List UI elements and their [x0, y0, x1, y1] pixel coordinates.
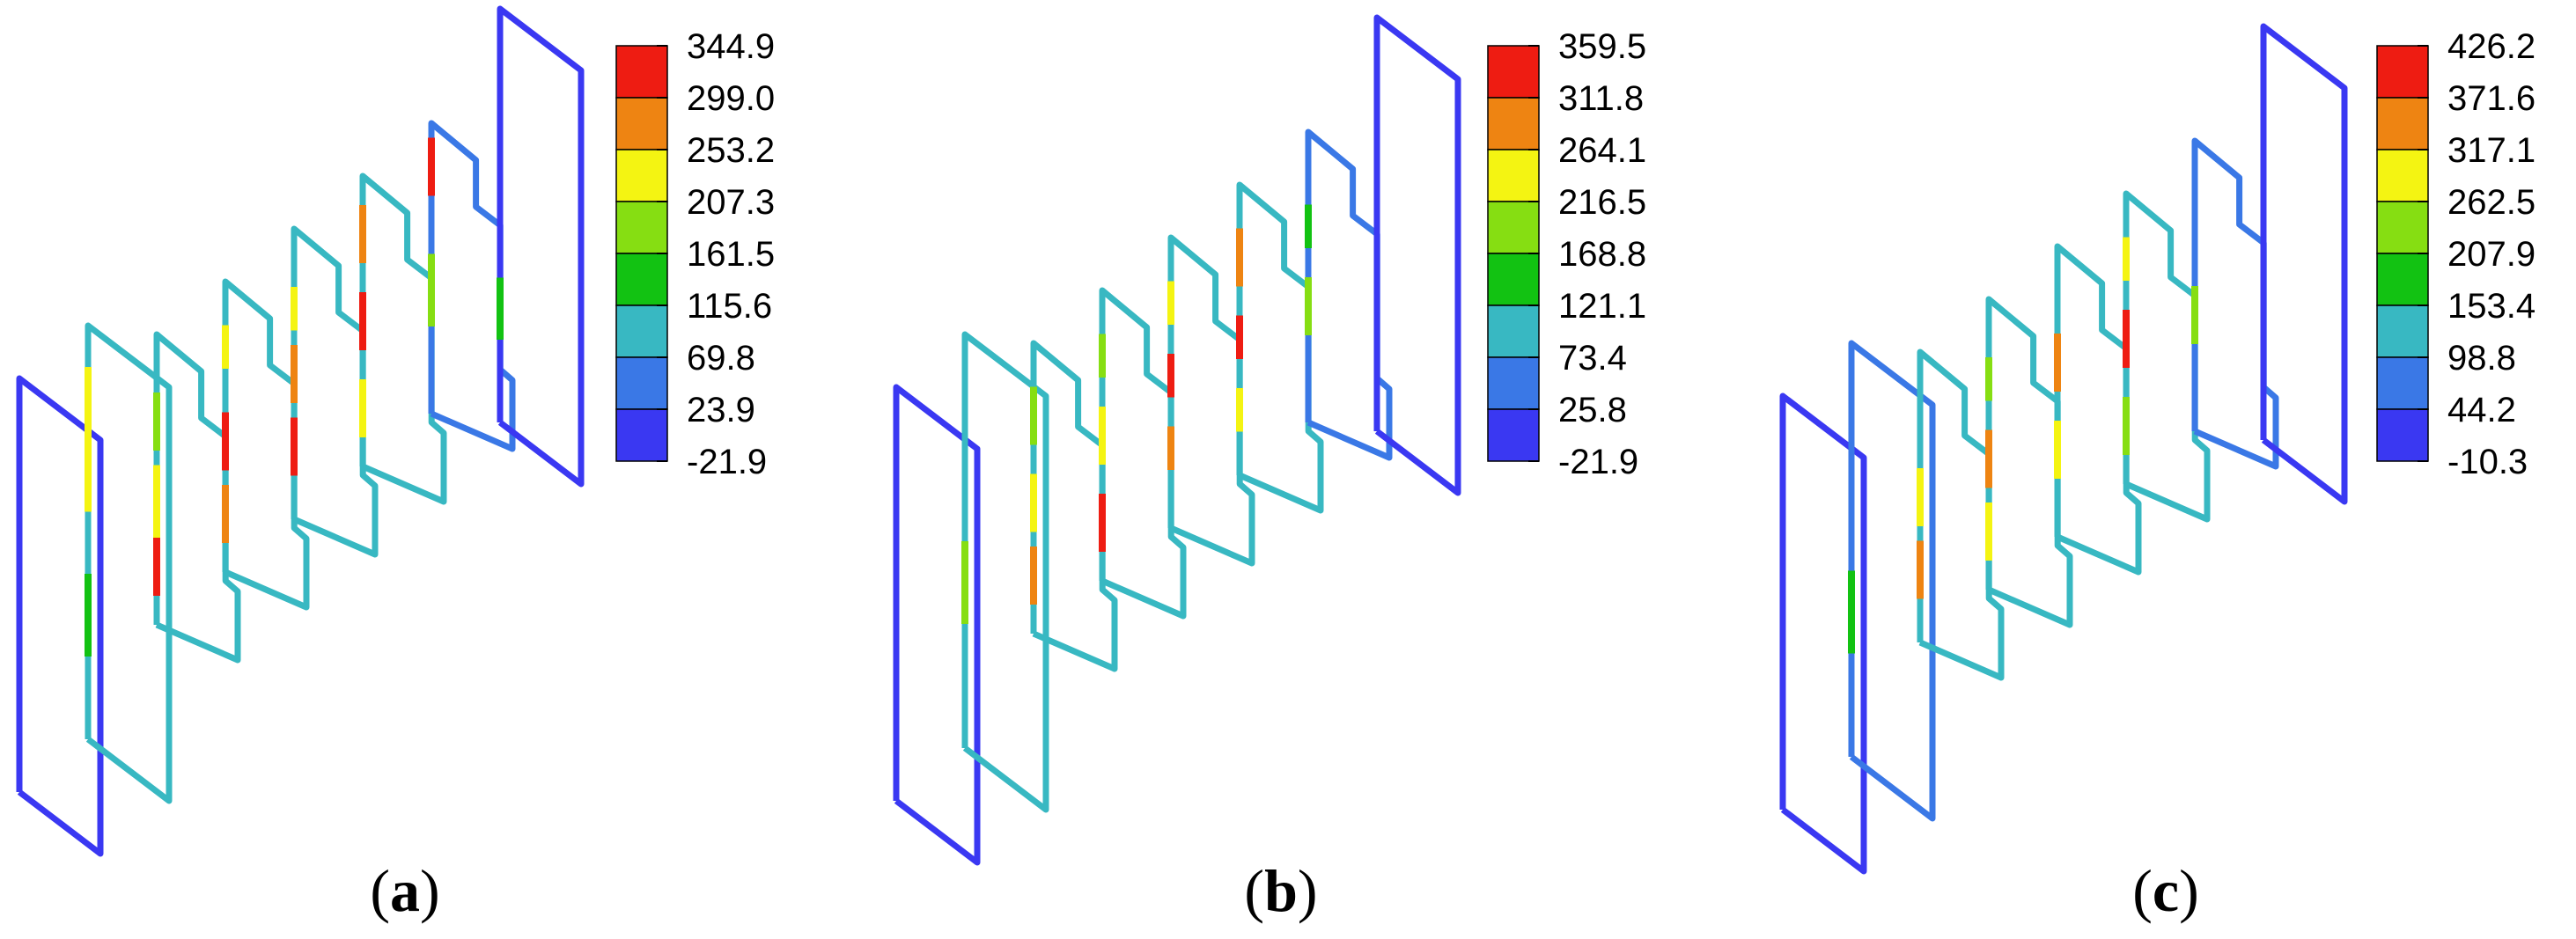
colorbar-tick-label: 44.2	[2447, 391, 2516, 429]
coil-wire	[961, 331, 1049, 813]
colorbar-tick-label: 264.1	[1558, 131, 1646, 170]
colorbar-tick-label: -10.3	[2447, 443, 2528, 481]
colorbar-tick-label: 253.2	[687, 131, 775, 170]
colorbar-swatch	[615, 304, 668, 358]
colorbar-swatch	[2376, 253, 2429, 306]
colorbar-swatch	[2376, 149, 2429, 202]
colorbar-tick-label: 23.9	[687, 391, 755, 429]
coil	[1779, 392, 1867, 875]
colorbar-swatch	[1487, 253, 1540, 306]
coil-wire	[1373, 14, 1461, 496]
colorbar-swatch	[2376, 45, 2429, 99]
colorbar-swatch	[2376, 201, 2429, 254]
colorbar-swatch	[615, 356, 668, 410]
colorbar-tick-label: 216.5	[1558, 183, 1646, 222]
colorbar-tick-label: -21.9	[1558, 443, 1638, 481]
coil-group	[1779, 23, 2348, 875]
colorbar-swatch	[2376, 97, 2429, 150]
coil-group	[16, 5, 585, 857]
colorbar-tick-label: 153.4	[2447, 287, 2536, 326]
panel-caption: (b)	[1244, 857, 1317, 924]
colorbar-tick-label: 73.4	[1558, 339, 1627, 378]
coil-wire	[16, 375, 104, 857]
colorbar-swatch	[615, 97, 668, 150]
coil-group	[893, 14, 1461, 866]
coil	[2260, 23, 2348, 505]
colorbar-tick-label: -21.9	[687, 443, 767, 481]
panel-caption: (c)	[2132, 857, 2199, 924]
coil	[893, 384, 981, 866]
coil	[1373, 14, 1461, 496]
colorbar-tick-label: 121.1	[1558, 287, 1646, 326]
colorbar-tick-label: 371.6	[2447, 79, 2536, 118]
coil-wire	[2260, 23, 2348, 505]
colorbar-tick-label: 69.8	[687, 339, 755, 378]
coil	[497, 5, 585, 488]
colorbar-tick-label: 311.8	[1558, 79, 1644, 118]
colorbar-swatch	[2376, 304, 2429, 358]
colorbar-tick-label: 317.1	[2447, 131, 2536, 170]
colorbar-legend: 359.5 311.8 264.1 216.5 168.8 121.1 73.4 25.8 -2…	[1487, 27, 1646, 481]
colorbar-swatch	[1487, 201, 1540, 254]
colorbar-legend: 426.2 371.6 317.1 262.5 207.9 153.4 98.8 44.2 -1…	[2376, 27, 2536, 481]
colorbar-tick-label: 299.0	[687, 79, 775, 118]
coil	[961, 331, 1049, 813]
colorbar-swatch	[1487, 45, 1540, 99]
colorbar-tick-label: 115.6	[687, 287, 772, 326]
coil-wire	[1779, 392, 1867, 875]
colorbar-swatch	[615, 45, 668, 99]
colorbar-swatch	[1487, 356, 1540, 410]
colorbar-tick-label: 161.5	[687, 235, 775, 274]
panel-a: 344.9 299.0 253.2 207.3 161.5 115.6 69.8 23.9 -2…	[16, 5, 775, 924]
colorbar-swatch	[615, 149, 668, 202]
coil-wire	[893, 384, 981, 866]
coil-wire	[1848, 340, 1936, 822]
coil	[1848, 340, 1936, 822]
colorbar-swatch	[1487, 408, 1540, 462]
colorbar-tick-label: 98.8	[2447, 339, 2516, 378]
colorbar-tick-label: 262.5	[2447, 183, 2536, 222]
colorbar-swatch	[615, 201, 668, 254]
colorbar-swatch	[615, 408, 668, 462]
colorbar-swatch	[2376, 408, 2429, 462]
coil-wire	[497, 5, 585, 488]
colorbar-legend: 344.9 299.0 253.2 207.3 161.5 115.6 69.8 23.9 -2…	[615, 27, 775, 481]
panel-c: 426.2 371.6 317.1 262.5 207.9 153.4 98.8 44.2 -1…	[1779, 23, 2536, 924]
panel-b: 359.5 311.8 264.1 216.5 168.8 121.1 73.4 25.8 -2…	[893, 14, 1646, 924]
panel-caption: (a)	[370, 857, 439, 924]
colorbar-tick-label: 25.8	[1558, 391, 1627, 429]
coil	[85, 322, 173, 804]
colorbar-tick-label: 344.9	[687, 27, 775, 66]
colorbar-swatch	[615, 253, 668, 306]
colorbar-tick-label: 207.9	[2447, 235, 2536, 274]
colorbar-swatch	[1487, 149, 1540, 202]
colorbar-tick-label: 359.5	[1558, 27, 1646, 66]
colorbar-tick-label: 207.3	[687, 183, 775, 222]
colorbar-tick-label: 426.2	[2447, 27, 2536, 66]
colorbar-swatch	[1487, 304, 1540, 358]
colorbar-tick-label: 168.8	[1558, 235, 1646, 274]
colorbar-swatch	[2376, 356, 2429, 410]
coil	[16, 375, 104, 857]
colorbar-swatch	[1487, 97, 1540, 150]
coil	[1099, 287, 1187, 620]
